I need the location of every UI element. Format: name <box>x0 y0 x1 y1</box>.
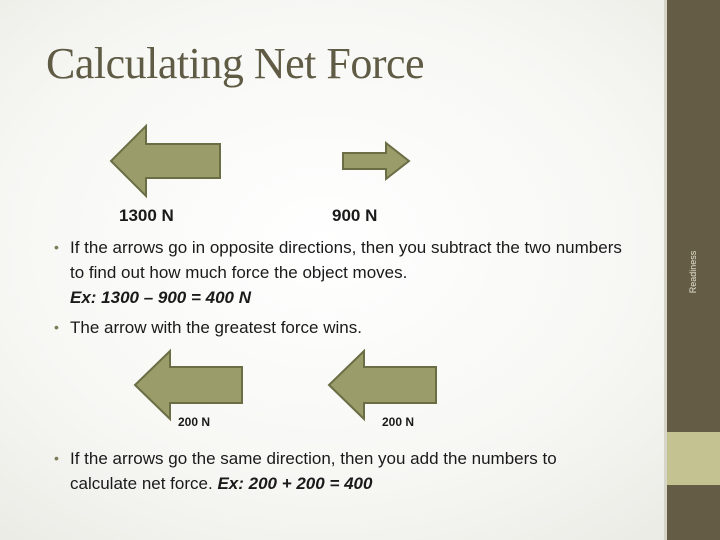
bullet-same-direction: • If the arrows go the same direction, t… <box>52 446 622 496</box>
example-subtract: Ex: 1300 – 900 = 400 N <box>70 288 251 307</box>
bullet-greatest-force: • The arrow with the greatest force wins… <box>52 315 622 340</box>
left-arrow-icon-2 <box>327 348 437 422</box>
bullet-dot: • <box>54 319 59 335</box>
left-arrow-large-icon <box>109 123 221 199</box>
force-label-200-left: 200 N <box>178 415 211 429</box>
bullet-dot: • <box>54 239 59 255</box>
bullet-text: If the arrows go in opposite directions,… <box>70 238 622 282</box>
sidebar-accent-band <box>667 432 720 485</box>
left-arrow-icon-1 <box>133 348 243 422</box>
example-add: Ex: 200 + 200 = 400 <box>217 474 373 493</box>
bullet-list-1: • If the arrows go in opposite direction… <box>52 235 622 340</box>
force-label-900: 900 N <box>332 206 378 225</box>
slide-title: Calculating Net Force <box>46 39 425 88</box>
sidebar-divider <box>664 0 667 540</box>
bullet-list-2: • If the arrows go the same direction, t… <box>52 446 622 496</box>
right-arrow-small-icon <box>342 140 411 182</box>
bullet-opposite-directions: • If the arrows go in opposite direction… <box>52 235 622 310</box>
bullet-text: If the arrows go the same direction, the… <box>70 449 557 493</box>
force-label-1300: 1300 N <box>119 206 174 225</box>
sidebar-label: Readiness <box>688 250 698 294</box>
bullet-text: The arrow with the greatest force wins. <box>70 318 362 337</box>
force-label-200-right: 200 N <box>382 415 415 429</box>
sidebar-bar: Readiness <box>667 0 720 540</box>
bullet-dot: • <box>54 450 59 466</box>
